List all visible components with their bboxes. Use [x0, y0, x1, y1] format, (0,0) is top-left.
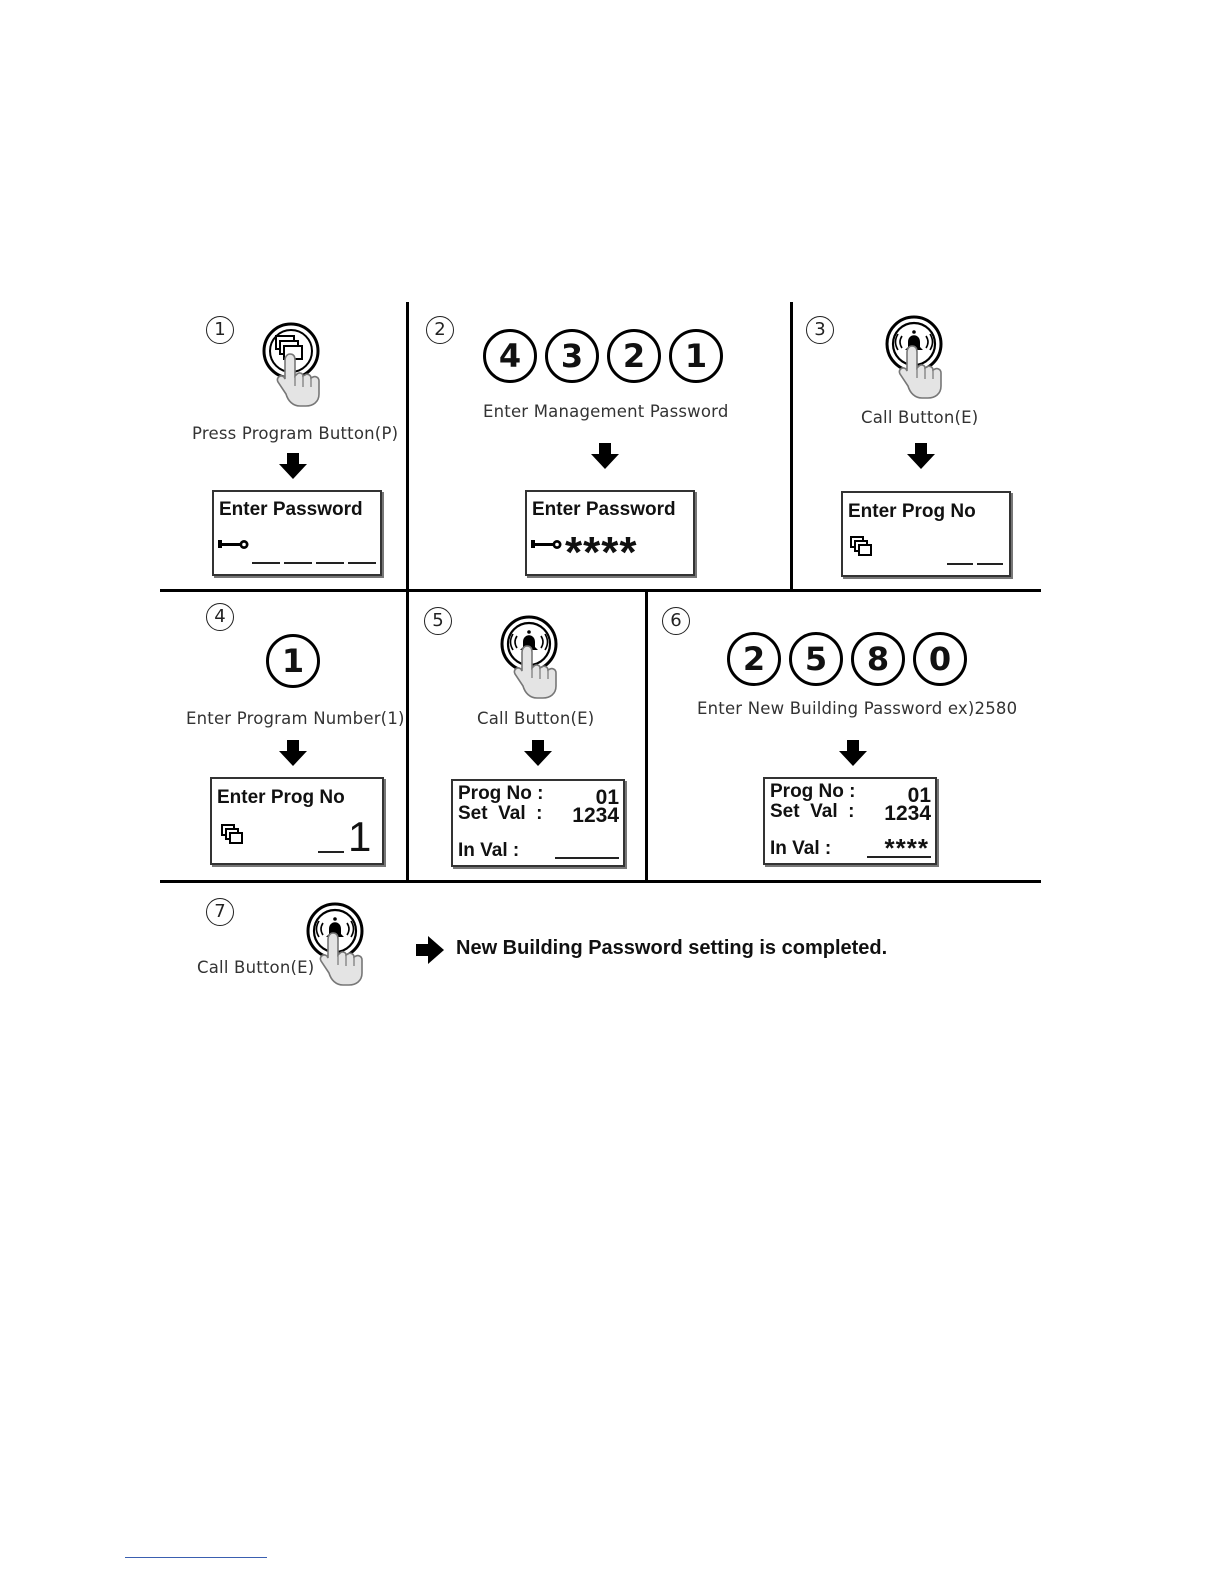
keypad-digit[interactable]: 8	[851, 632, 905, 686]
step-3-caption: Call Button(E)	[861, 408, 979, 427]
keypad-digit[interactable]: 1	[669, 329, 723, 383]
grid-vertical-4	[645, 589, 648, 882]
right-arrow-icon	[416, 936, 444, 964]
step-3-number: 3	[806, 316, 834, 344]
set-val-value: 1234	[572, 804, 619, 827]
lcd-display-step-5: Prog No : 01 Set Val : 1234 In Val :	[451, 779, 625, 867]
completion-message: New Building Password setting is complet…	[456, 937, 888, 959]
step-6-caption: Enter New Building Password ex)2580	[697, 699, 1018, 718]
keypad-digit[interactable]: 2	[607, 329, 661, 383]
keypad-digit[interactable]: 0	[913, 632, 967, 686]
call-button-icon[interactable]	[500, 615, 571, 706]
step-1-number: 1	[206, 316, 234, 344]
call-button-icon[interactable]	[306, 902, 377, 993]
set-val-label: Set Val :	[770, 801, 855, 822]
step-4-caption: Enter Program Number(1)	[186, 709, 405, 728]
lcd-title: Enter Prog No	[217, 787, 345, 808]
footnote-divider	[125, 1557, 267, 1558]
input-underline	[867, 856, 931, 858]
prog-no-label: Prog No :	[458, 783, 544, 804]
lcd-display-step-3: Enter Prog No	[841, 491, 1011, 577]
prog-no-value: 01	[595, 786, 619, 809]
in-val-value: ****	[884, 833, 929, 863]
lcd-display-step-1: Enter Password	[212, 490, 382, 576]
key-icon	[531, 540, 562, 549]
step-5-caption: Call Button(E)	[477, 709, 595, 728]
grid-horizontal-1	[160, 589, 1041, 592]
lcd-display-step-4: Enter Prog No 1	[210, 777, 384, 865]
input-placeholder	[252, 562, 280, 564]
input-placeholder	[947, 563, 973, 565]
grid-vertical-1	[406, 302, 409, 592]
keypad-digit[interactable]: 1	[266, 634, 320, 688]
input-placeholder	[318, 851, 344, 853]
program-number-value: 1	[348, 813, 372, 860]
in-val-label: In Val :	[458, 840, 520, 861]
lcd-display-step-6: Prog No : 01 Set Val : 1234 In Val : ***…	[763, 777, 937, 865]
prog-no-label: Prog No :	[770, 781, 856, 802]
input-placeholder	[316, 562, 344, 564]
down-arrow-icon	[524, 740, 552, 766]
step-7-number: 7	[206, 898, 234, 926]
masked-password: ****	[565, 528, 638, 577]
prog-icon	[221, 824, 243, 844]
step-2-caption: Enter Management Password	[483, 402, 729, 421]
keypad-digit[interactable]: 4	[483, 329, 537, 383]
lcd-title: Enter Prog No	[848, 501, 976, 522]
key-icon	[218, 540, 249, 549]
call-button-icon[interactable]	[885, 315, 956, 406]
lcd-title: Enter Password	[219, 499, 363, 520]
input-placeholder	[977, 563, 1003, 565]
down-arrow-icon	[279, 740, 307, 766]
step-7-caption: Call Button(E)	[197, 958, 315, 977]
grid-horizontal-2	[160, 880, 1041, 883]
step-4-number: 4	[206, 603, 234, 631]
input-placeholder	[284, 562, 312, 564]
input-placeholder	[348, 562, 376, 564]
lcd-title: Enter Password	[532, 499, 676, 520]
grid-vertical-3	[406, 589, 409, 882]
input-placeholder	[555, 857, 619, 859]
step-2-number: 2	[426, 316, 454, 344]
lcd-display-step-2: Enter Password ****	[525, 490, 695, 577]
keypad-digit[interactable]: 2	[727, 632, 781, 686]
down-arrow-icon	[279, 453, 307, 479]
down-arrow-icon	[839, 740, 867, 766]
keypad-digit[interactable]: 5	[789, 632, 843, 686]
down-arrow-icon	[591, 443, 619, 469]
set-val-value: 1234	[884, 802, 931, 825]
in-val-label: In Val :	[770, 838, 832, 859]
step-5-number: 5	[424, 607, 452, 635]
prog-icon	[850, 536, 872, 556]
prog-no-value: 01	[907, 784, 931, 807]
step-6-number: 6	[662, 607, 690, 635]
program-button-icon[interactable]	[262, 322, 332, 412]
step-1-caption: Press Program Button(P)	[192, 424, 399, 443]
set-val-label: Set Val :	[458, 803, 543, 824]
down-arrow-icon	[907, 443, 935, 469]
grid-vertical-2	[790, 302, 793, 592]
keypad-digit[interactable]: 3	[545, 329, 599, 383]
